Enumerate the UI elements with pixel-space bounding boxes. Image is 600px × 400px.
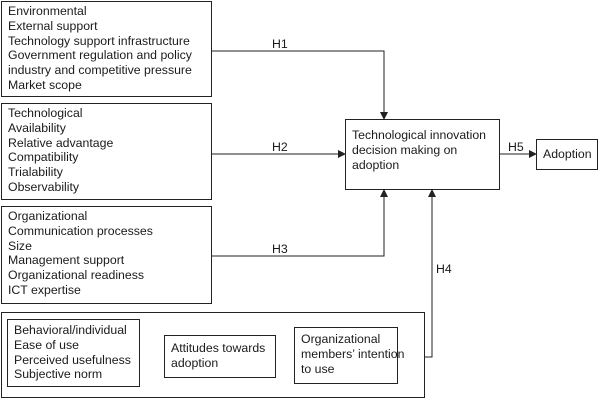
technological-item: Observability (8, 179, 80, 194)
technological-box: Technological Availability Relative adva… (1, 103, 212, 200)
environmental-item: industry and competitive pressure (8, 63, 192, 78)
attitudes-line: adoption (171, 356, 219, 370)
environmental-item: Technology support infrastructure (8, 33, 190, 48)
adoption-box: Adoption (536, 139, 598, 170)
behavioral-item: Subjective norm (14, 367, 103, 382)
organizational-title: Organizational (8, 209, 88, 223)
attitudes-line: Attitudes towards (171, 341, 266, 355)
technological-item: Compatibility (8, 150, 79, 165)
technological-item: Relative advantage (8, 135, 114, 150)
technological-item: Availability (8, 120, 66, 135)
h4-label: H4 (436, 262, 452, 276)
organizational-item: ICT expertise (8, 282, 81, 297)
attitudes-box: Attitudes towards adoption (164, 335, 276, 378)
organizational-item: Communication processes (8, 223, 153, 238)
environmental-item: Market scope (8, 77, 82, 92)
environmental-item: Government regulation and policy (8, 48, 192, 63)
intention-box: Organizational members’ intention to use (294, 327, 405, 384)
behavioral-box: Behavioral/individual Ease of use Percei… (7, 319, 140, 387)
environmental-box: Environmental External support Technolog… (1, 1, 212, 97)
organizational-item: Size (8, 238, 32, 253)
h3-label: H3 (272, 242, 288, 256)
behavioral-item: Perceived usefulness (14, 352, 131, 367)
environmental-item: External support (8, 18, 98, 33)
h2-label: H2 (272, 140, 288, 154)
organizational-item: Organizational readiness (8, 268, 145, 283)
decision-line: Technological innovation (352, 128, 486, 142)
h1-label: H1 (272, 37, 288, 51)
h1-arrow (212, 50, 388, 120)
decision-line: adoption (352, 158, 400, 172)
behavioral-item: Ease of use (14, 337, 79, 352)
decision-box: Technological innovation decision making… (345, 119, 500, 190)
h5-label: H5 (508, 140, 524, 154)
intention-line: to use (301, 362, 335, 376)
technological-item: Trialability (8, 165, 63, 180)
organizational-box: Organizational Communication processes S… (1, 206, 212, 304)
environmental-title: Environmental (8, 4, 87, 18)
intention-line: members’ intention (301, 347, 405, 361)
technological-title: Technological (8, 106, 83, 120)
decision-line: decision making on (352, 143, 458, 157)
organizational-item: Management support (8, 253, 125, 268)
h3-arrow (212, 189, 388, 257)
intention-line: Organizational (301, 332, 381, 346)
behavioral-title: Behavioral/individual (14, 323, 127, 337)
adoption-label: Adoption (543, 147, 592, 161)
